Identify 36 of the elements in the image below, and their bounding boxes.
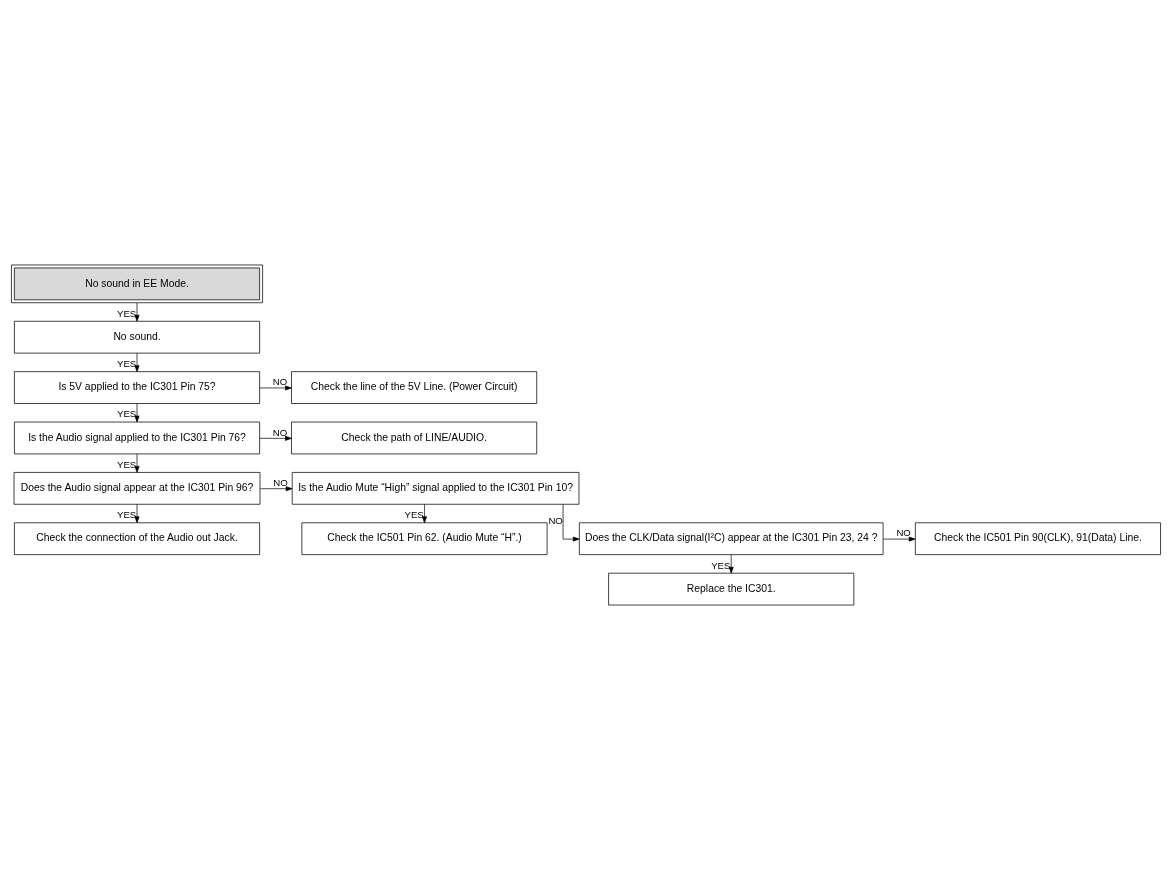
arrow [134, 503, 140, 524]
arrow [134, 302, 140, 322]
edge-label: YES [117, 358, 137, 370]
node-box: Is the Audio signal applied to the IC301 Pin 76? [14, 421, 260, 455]
node-box: Check the IC501 Pin 90(CLK), 91(Data) Line. [914, 522, 1161, 556]
edge-label: YES [117, 509, 137, 521]
arrow [882, 536, 916, 542]
node-box: Check the path of LINE/AUDIO. [291, 421, 538, 455]
edge-label: NO [273, 477, 288, 489]
edge-label: NO [272, 376, 288, 388]
edge-label: YES [117, 458, 137, 470]
node-box: Check the IC501 Pin 62. (Audio Mute “H”.) [301, 522, 548, 556]
node-box: Is 5V applied to the IC301 Pin 75? [14, 371, 260, 404]
arrow [562, 504, 580, 542]
node-box: Check the line of the 5V Line. (Power Circuit) [291, 371, 538, 404]
arrow [134, 403, 140, 423]
node-box: No sound. [14, 320, 260, 354]
edge-label: YES [404, 509, 424, 521]
arrow [259, 435, 292, 441]
edge-label: YES [711, 559, 731, 571]
node-box: Check the connection of the Audio out Jack. [14, 522, 260, 556]
edge-label: NO [272, 426, 288, 438]
edge-label: YES [117, 408, 137, 420]
arrow [728, 554, 734, 574]
arrow [259, 385, 292, 391]
node-box: Does the Audio signal appear at the IC301 Pin 96? [13, 472, 261, 505]
arrow [134, 352, 140, 372]
arrow [422, 503, 427, 524]
arrow [134, 453, 140, 473]
node-box: Is the Audio Mute “High” signal applied to the IC301 Pin 10? [291, 472, 580, 505]
node-box: Does the CLK/Data signal(I²C) appear at the IC301 Pin 23, 24 ? [578, 522, 884, 556]
edge-label: NO [548, 515, 563, 527]
edge-label: YES [117, 307, 137, 319]
arrow [259, 486, 293, 492]
node-box: Replace the IC301. [608, 572, 855, 606]
edge-label: NO [896, 527, 911, 539]
